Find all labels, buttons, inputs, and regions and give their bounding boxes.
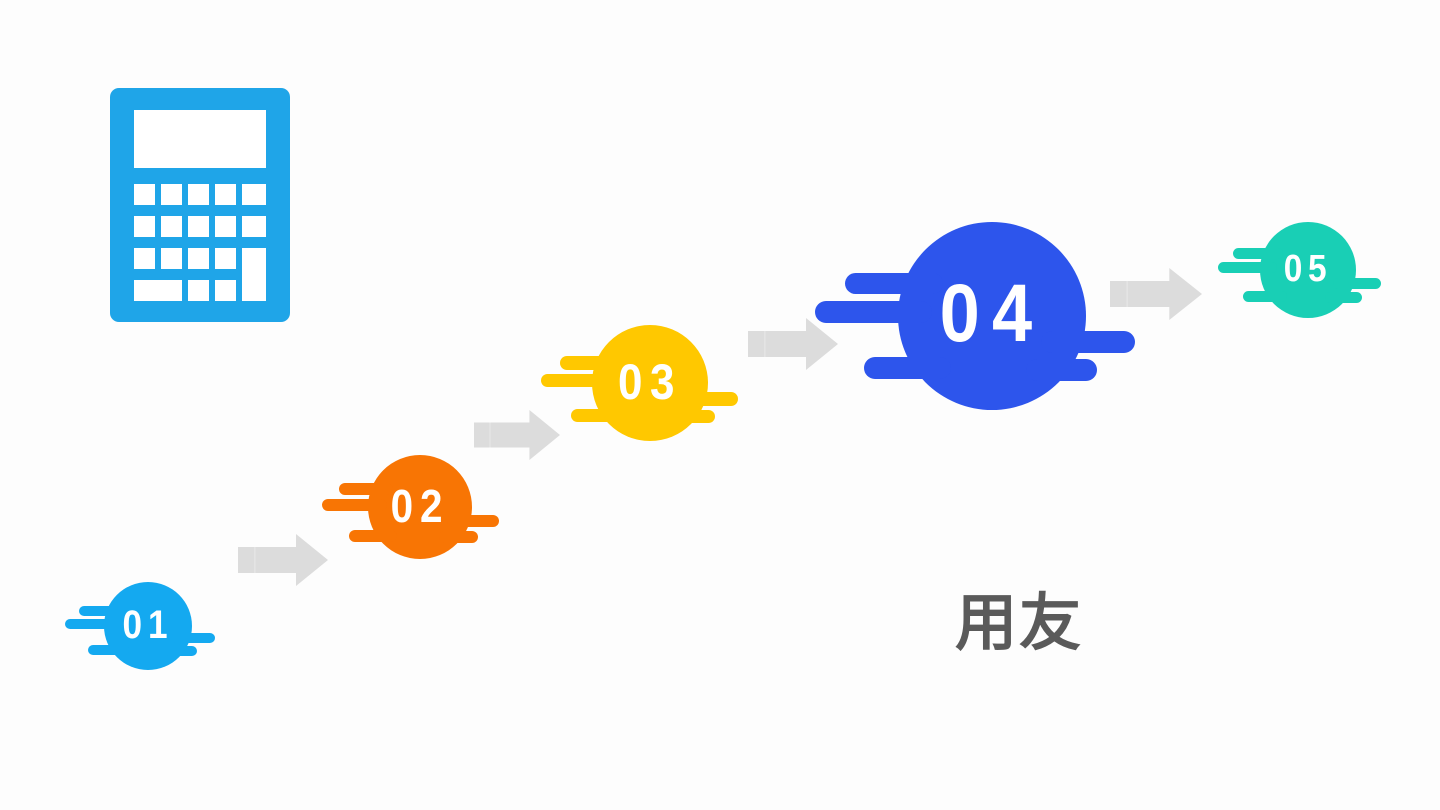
- step-02-label: 02: [390, 480, 450, 533]
- arrow-right-icon: [1110, 268, 1202, 320]
- speed-trail: [88, 645, 129, 656]
- calculator-key: [134, 248, 155, 269]
- calculator-key: [161, 184, 182, 205]
- speed-trail: [571, 408, 625, 422]
- calculator-key: [215, 280, 236, 301]
- step-04[interactable]: 04: [815, 203, 1150, 429]
- speed-trail: [1040, 331, 1135, 353]
- speed-trail: [163, 646, 198, 657]
- calculator-key: [215, 184, 236, 205]
- arrow-right-icon: [238, 534, 328, 586]
- calculator-display: [134, 110, 266, 168]
- step-02[interactable]: 02: [322, 445, 507, 570]
- speed-trail: [864, 357, 951, 379]
- speed-trail: [540, 373, 613, 388]
- calculator-key: [134, 216, 155, 237]
- speed-trail: [322, 498, 387, 511]
- speed-trail: [559, 356, 620, 370]
- speed-trail: [349, 529, 398, 542]
- calculator-key: [188, 248, 209, 269]
- calculator-key: [215, 216, 236, 237]
- speed-trail: [170, 633, 215, 644]
- step-05[interactable]: 05: [1217, 212, 1389, 327]
- step-05-label: 05: [1283, 248, 1333, 291]
- step-03-label: 03: [618, 353, 682, 410]
- calculator-key: [134, 184, 155, 205]
- calculator-key: [188, 216, 209, 237]
- calculator-icon: [110, 88, 290, 322]
- calculator-key-wide: [134, 280, 182, 301]
- speed-trail: [1025, 359, 1098, 381]
- calculator-key: [188, 184, 209, 205]
- speed-trail: [680, 392, 739, 406]
- step-04-label: 04: [939, 268, 1045, 360]
- arrow-right-icon: [474, 410, 560, 460]
- brand-text: 用友: [955, 586, 1084, 659]
- speed-trail: [1242, 291, 1287, 303]
- step-01[interactable]: 01: [65, 573, 222, 679]
- calculator-key-tall: [242, 248, 266, 301]
- speed-trail: [438, 530, 479, 543]
- speed-trail: [1233, 247, 1284, 259]
- arrow-right-icon: [748, 318, 838, 370]
- speed-trail: [670, 409, 715, 423]
- calculator-key: [242, 216, 266, 237]
- speed-trail: [1325, 292, 1362, 304]
- step-03[interactable]: 03: [540, 313, 747, 452]
- calculator-key: [242, 184, 266, 205]
- speed-trail: [338, 483, 393, 496]
- speed-trail: [845, 272, 944, 295]
- calculator-key: [215, 248, 236, 269]
- calculator-key: [188, 280, 209, 301]
- speed-trail: [447, 515, 500, 528]
- calculator-key: [161, 248, 182, 269]
- calculator-key: [161, 216, 182, 237]
- speed-trail: [1217, 262, 1278, 274]
- speed-trail: [65, 618, 120, 630]
- step-01-label: 01: [122, 603, 174, 648]
- speed-trail: [1332, 277, 1381, 289]
- speed-trail: [815, 300, 932, 323]
- speed-trail: [79, 605, 126, 616]
